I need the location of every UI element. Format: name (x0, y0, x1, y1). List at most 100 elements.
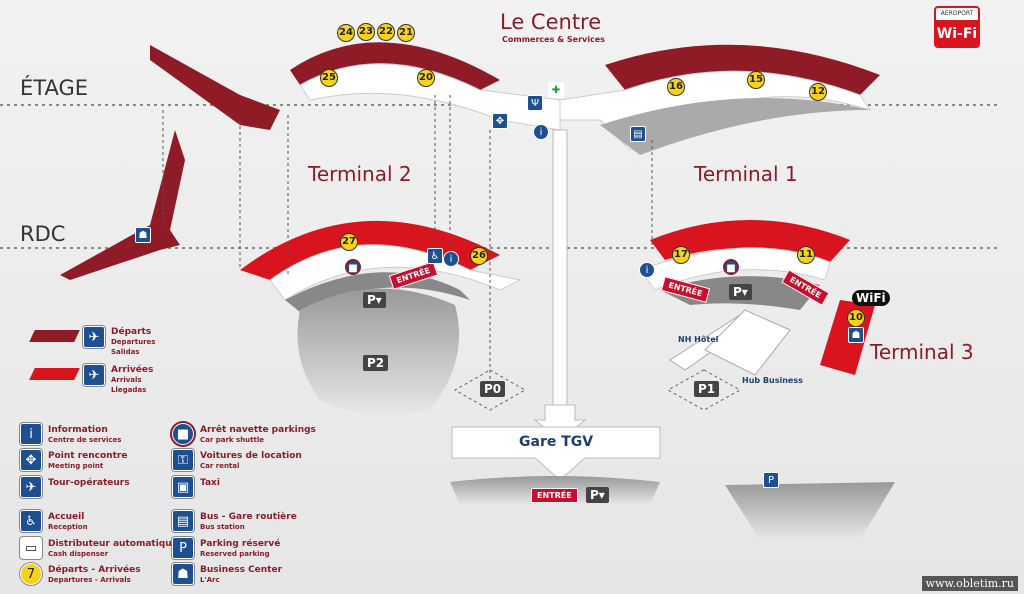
info-icon[interactable]: i (533, 124, 549, 140)
legend-item-title: Voitures de location (200, 451, 302, 461)
level-label-ground: RDC (20, 222, 66, 246)
legend-item-subtitle: Bus station (200, 523, 245, 531)
legend-item-title: Distributeur automatique (48, 539, 178, 549)
terminal-3-label: Terminal 3 (870, 340, 974, 364)
legend-icon-5: 7 (20, 563, 42, 585)
wifi-badge-label: Wi-Fi (936, 20, 978, 46)
parking-pv-t1[interactable]: P▾ (729, 284, 752, 300)
gate-12: 12 (809, 83, 827, 101)
legend-icon-11: ☗ (172, 563, 194, 585)
car-park-shuttle-icon[interactable]: ■ (723, 259, 739, 275)
pharmacy-icon[interactable]: ✚ (548, 82, 564, 98)
gate-17: 17 (672, 246, 690, 264)
t2-ground-hall (269, 244, 522, 301)
arrivals-icon: ✈ (83, 364, 105, 386)
legend-icon-3: ♿ (20, 510, 42, 532)
parking-pv-t2[interactable]: P▾ (363, 292, 386, 308)
legend-departures-title: Départs (111, 327, 152, 337)
bus-icon[interactable]: ▤ (630, 126, 646, 142)
gate-27: 27 (340, 233, 358, 251)
entrance-gare[interactable]: ENTRÉE (531, 488, 578, 503)
legend-item-subtitle: Reception (48, 523, 88, 531)
legend-arrivals-es: Llegadas (111, 386, 147, 394)
business-center-icon[interactable]: ☗ (135, 227, 151, 243)
gate-22: 22 (377, 23, 395, 41)
reserved-parking-area (725, 482, 895, 540)
vertical-connectors (162, 95, 653, 380)
legend-arrivals-title: Arrivées (111, 365, 154, 375)
le-centre-title: Le Centre (500, 10, 602, 34)
legend-item-title: Arrêt navette parkings (200, 425, 316, 435)
legend-icon-6: ■ (172, 423, 194, 445)
parking-p0[interactable]: P0 (480, 381, 506, 397)
legend-item-title: Point rencontre (48, 451, 128, 461)
legend-item-title: Taxi (200, 478, 220, 488)
info-icon[interactable]: i (443, 251, 459, 267)
legend-item-title: Information (48, 425, 108, 435)
wifi-t3-label: WiFi (852, 290, 890, 306)
parking-p2[interactable]: P2 (363, 355, 389, 371)
parking-pv-gare[interactable]: P▾ (586, 487, 609, 503)
legend-item-subtitle: Departures - Arrivals (48, 576, 131, 584)
parking-p1[interactable]: P1 (694, 381, 720, 397)
t1-upper-departures (605, 44, 880, 95)
terminal-2-label: Terminal 2 (308, 162, 412, 186)
legend-departures-swatch (29, 330, 80, 342)
legend-icon-9: ▤ (172, 510, 194, 532)
central-corridor (552, 129, 568, 416)
legend-item-title: Business Center (200, 565, 283, 575)
legend-departures-es: Salidas (111, 348, 140, 356)
legend-item-title: Accueil (48, 512, 85, 522)
terminal-1-label: Terminal 1 (694, 162, 798, 186)
t2-upper-departures (290, 42, 500, 90)
legend-icon-2: ✈ (20, 476, 42, 498)
footer-watermark: www.obletim.ru (921, 576, 1018, 591)
gate-26: 26 (470, 247, 488, 265)
legend-item-subtitle: Cash dispenser (48, 550, 109, 558)
info-icon[interactable]: i (639, 262, 655, 278)
legend-item-title: Tour-opérateurs (48, 478, 130, 488)
level-label-upper: ÉTAGE (20, 76, 89, 100)
p0-outline (453, 369, 527, 411)
business-center-icon[interactable]: ☗ (848, 327, 864, 343)
legend-item-subtitle: Centre de services (48, 436, 122, 444)
legend-icon-10: P (172, 537, 194, 559)
legend-icon-0: i (20, 423, 42, 445)
restaurant-icon[interactable]: Ψ (527, 95, 543, 111)
le-centre-subtitle: Commerces & Services (502, 35, 605, 44)
meeting-point-icon[interactable]: ✥ (492, 113, 508, 129)
legend-item-subtitle: Car park shuttle (200, 436, 265, 444)
t2-curbside (285, 272, 470, 312)
gate-25: 25 (320, 69, 338, 87)
gate-21: 21 (397, 24, 415, 42)
legend-icon-7: ⚿ (172, 449, 194, 471)
gate-20: 20 (417, 69, 435, 87)
pier-upper-left (150, 45, 280, 130)
reserved-parking-icon[interactable]: P (763, 472, 779, 488)
gare-tgv-building (451, 426, 661, 481)
legend-arrivals-swatch (29, 368, 80, 380)
gate-11: 11 (797, 246, 815, 264)
legend-item: Tour-opérateurs (48, 478, 130, 488)
wifi-badge-top: AÉROPORT (940, 10, 974, 17)
legend-departures-en: Departures (111, 338, 156, 346)
gare-tgv-label: Gare TGV (519, 434, 594, 450)
hub-business-building (704, 309, 791, 376)
legend-item-subtitle: L'Arc (200, 576, 220, 584)
hub-business-label: Hub Business (742, 376, 803, 385)
legend-item-subtitle: Car rental (200, 462, 240, 470)
legend-item-subtitle: Meeting point (48, 462, 104, 470)
car-park-shuttle-icon[interactable]: ■ (345, 259, 361, 275)
accessibility-icon[interactable]: ♿ (427, 248, 443, 264)
legend-arrivals-en: Arrivals (111, 376, 142, 384)
legend-item-title: Bus - Gare routière (200, 512, 297, 522)
